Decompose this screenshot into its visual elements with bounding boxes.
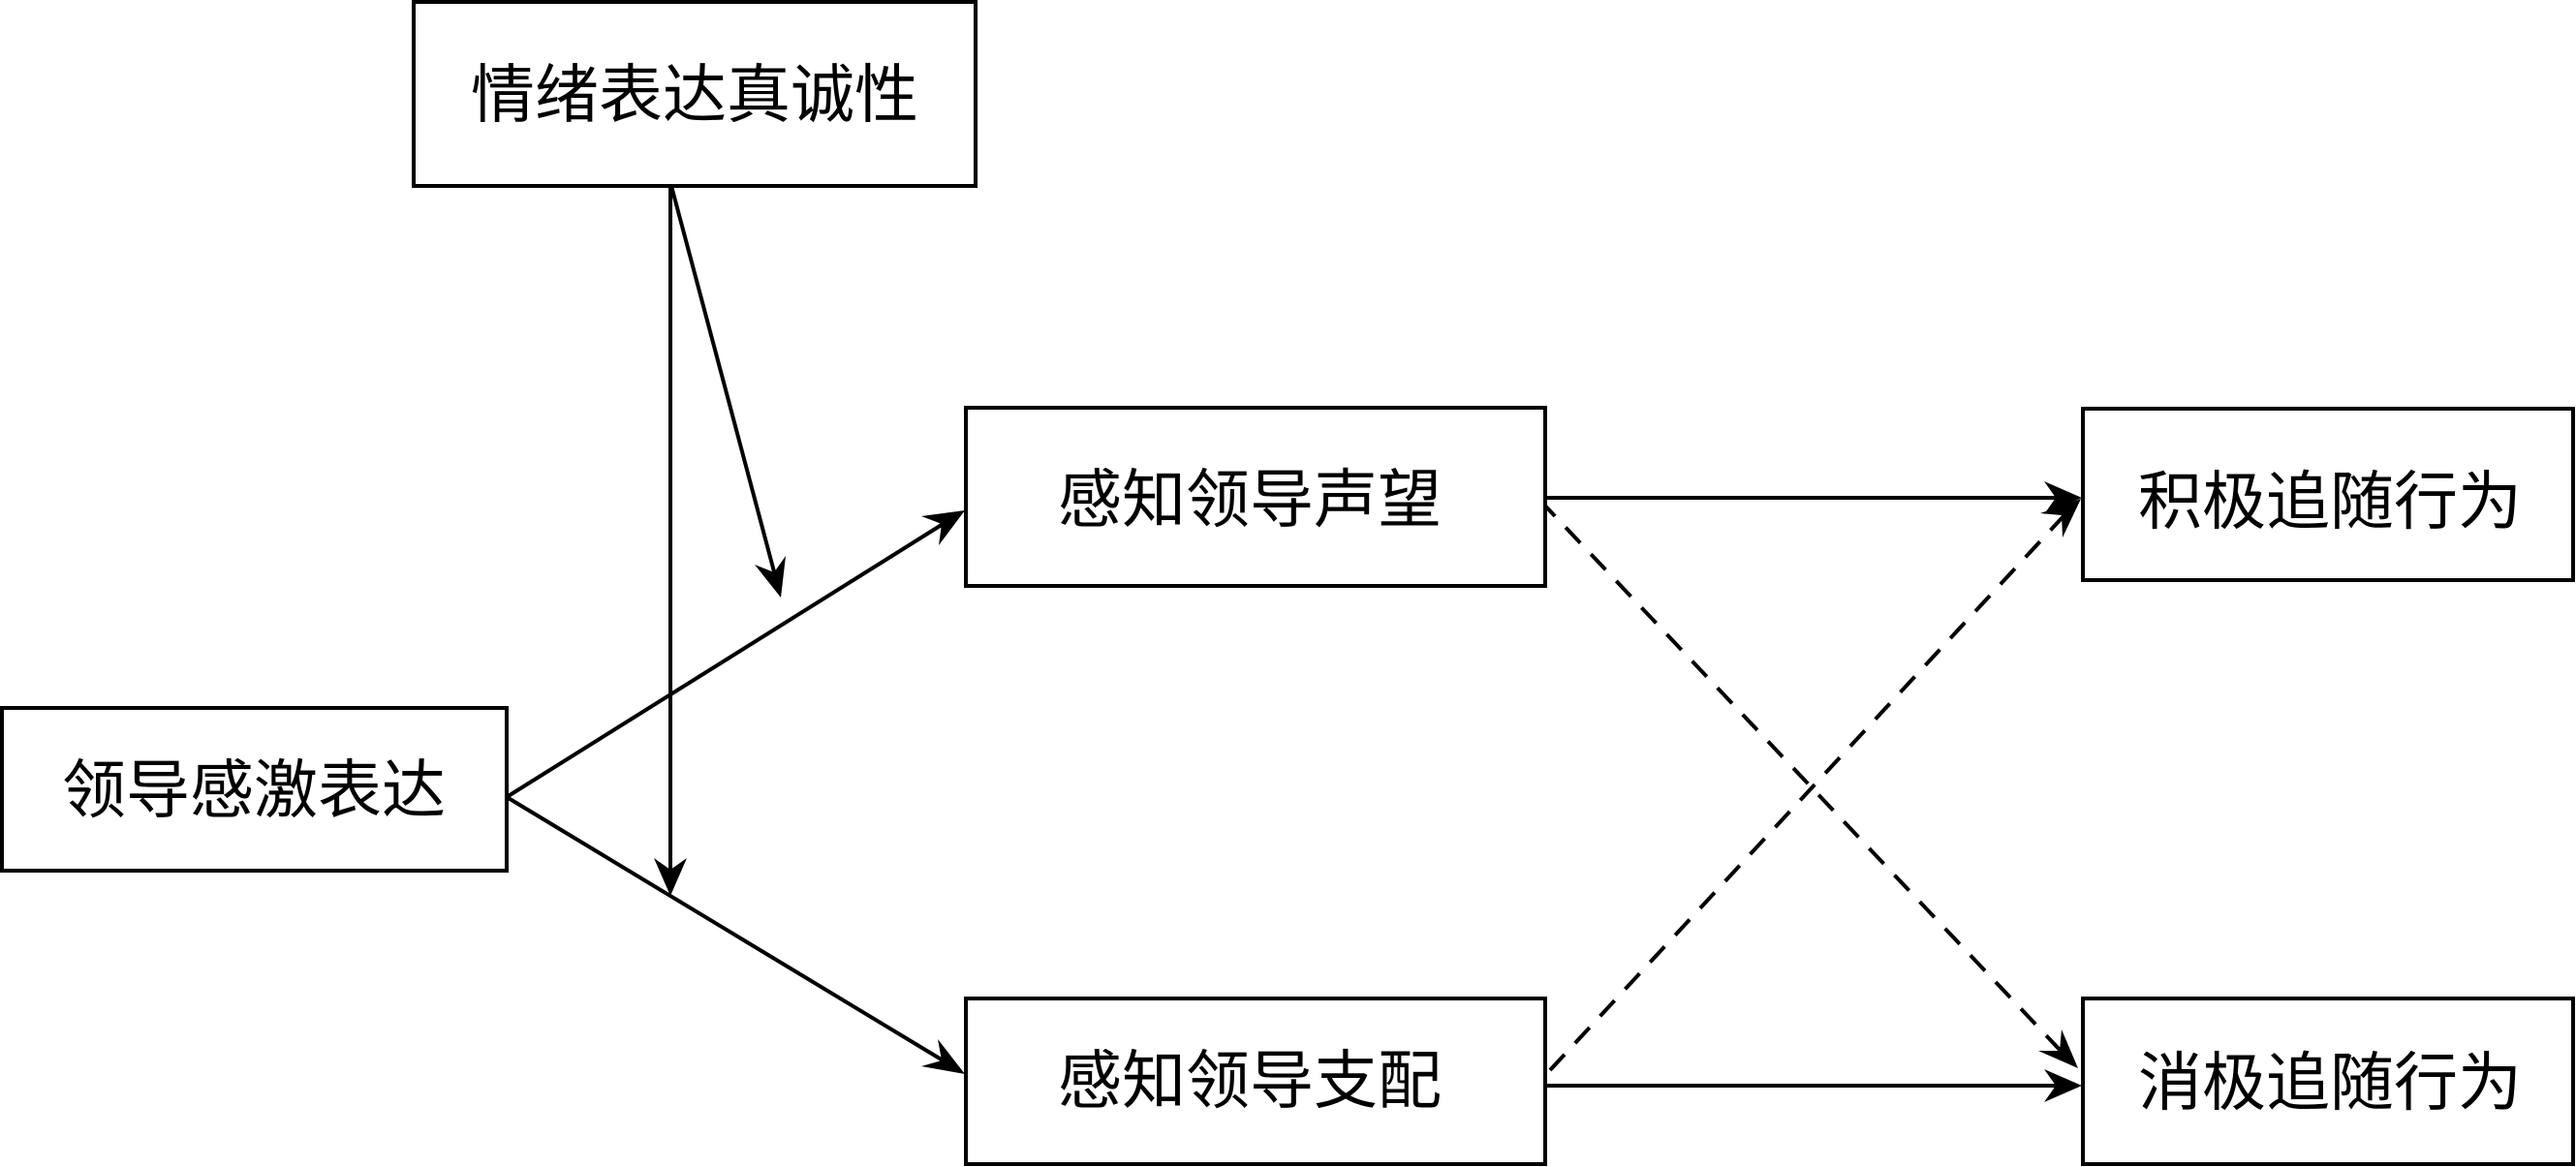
node-label: 情绪表达真诚性 — [471, 58, 918, 133]
edges — [505, 185, 2082, 1102]
arrowhead-dominance-to-positive — [2040, 499, 2081, 537]
node-label: 感知领导支配 — [1058, 1044, 1442, 1119]
edge-prestige-to-negative — [1538, 499, 2064, 1054]
node-label: 消极追随行为 — [2138, 1046, 2522, 1121]
node-label: 积极追随行为 — [2138, 465, 2522, 539]
node-box — [2081, 407, 2575, 582]
node-box — [0, 706, 509, 873]
arrowhead-sincerity-moderates-dominance-path — [654, 858, 687, 896]
arrowhead-prestige-to-negative — [2038, 1029, 2078, 1068]
edge-gratitude-to-prestige — [505, 521, 947, 799]
arrowhead-prestige-to-positive — [2044, 481, 2082, 514]
edge-sincerity-moderates-prestige-path — [669, 185, 777, 576]
node-perceived-prestige: 感知领导声望 — [964, 406, 1547, 588]
node-leader-gratitude: 领导感激表达 — [0, 706, 509, 873]
edge-gratitude-to-dominance — [505, 795, 947, 1063]
node-positive-followership: 积极追随行为 — [2081, 407, 2575, 582]
node-box — [964, 997, 1547, 1166]
node-negative-followership: 消极追随行为 — [2081, 997, 2575, 1166]
node-box — [2081, 997, 2575, 1166]
node-box — [964, 406, 1547, 588]
node-box — [412, 0, 978, 188]
node-label: 领导感激表达 — [62, 753, 446, 828]
arrowhead-gratitude-to-dominance — [921, 1039, 965, 1074]
node-label: 感知领导声望 — [1058, 463, 1442, 537]
arrowhead-gratitude-to-prestige — [921, 510, 965, 545]
node-perceived-dominance: 感知领导支配 — [964, 997, 1547, 1166]
arrowhead-sincerity-moderates-prestige-path — [755, 556, 786, 598]
edge-dominance-to-positive — [1548, 514, 2065, 1072]
arrowhead-dominance-to-negative — [2044, 1069, 2082, 1102]
node-emotional-sincerity: 情绪表达真诚性 — [412, 0, 978, 188]
